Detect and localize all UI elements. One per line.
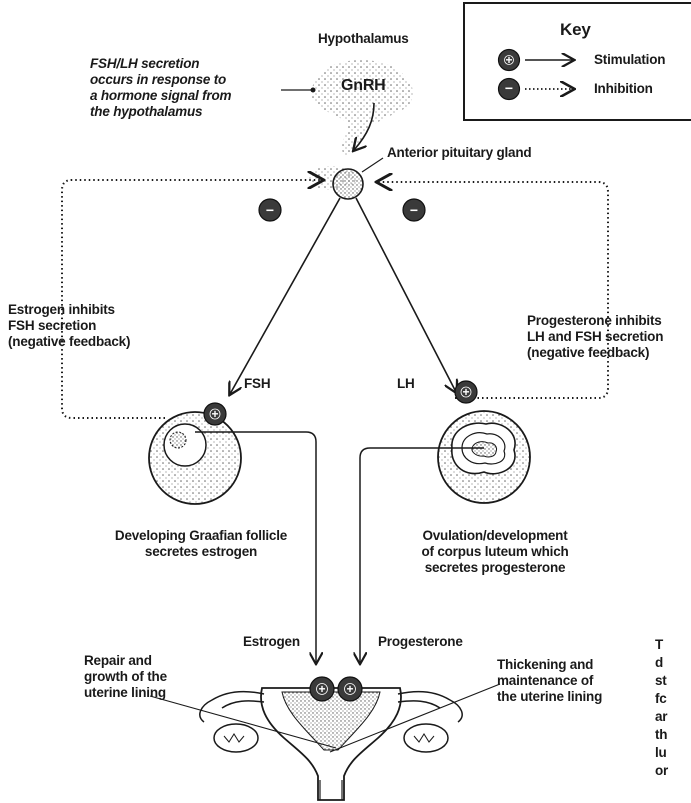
- thickening-caption-line-1: Thickening and: [497, 657, 593, 673]
- estrogen-feedback-line-2: FSH secretion: [8, 318, 96, 334]
- cut-text-8: or: [655, 763, 668, 779]
- progesterone-feedback-line-2: LH and FSH secretion: [527, 329, 663, 345]
- estrogen-feedback-line-3: (negative feedback): [8, 334, 130, 350]
- uterine-lining: [282, 692, 380, 750]
- svg-text:−: −: [266, 202, 274, 218]
- key-inhibition-badge: −: [499, 79, 520, 100]
- follicle-oocyte: [170, 432, 186, 448]
- annotation-line-3: a hormone signal from: [90, 88, 231, 104]
- svg-text:+: +: [462, 385, 469, 399]
- hypothalamus-shape: [311, 60, 413, 156]
- estrogen-uterus-badge: +: [310, 677, 334, 701]
- progesterone-label: Progesterone: [378, 634, 463, 650]
- corpus-stimulation-badge: +: [455, 381, 477, 403]
- annotation-line-2: occurs in response to: [90, 72, 226, 88]
- lh-arrow: [356, 198, 456, 392]
- corpus-caption-line-1: Ovulation/development: [412, 528, 578, 544]
- thickening-caption-line-3: the uterine lining: [497, 689, 602, 705]
- progesterone-inhibition-badge: −: [403, 199, 425, 221]
- fsh-label: FSH: [244, 376, 270, 392]
- key-stimulation-badge: +: [499, 50, 520, 71]
- cut-text-4: fc: [655, 691, 667, 707]
- corpus-caption-line-2: of corpus luteum which: [412, 544, 578, 560]
- cut-text-3: st: [655, 673, 667, 689]
- follicle-stimulation-badge: +: [204, 403, 226, 425]
- pituitary-pointer: [362, 158, 383, 172]
- svg-text:+: +: [505, 53, 512, 67]
- follicle-caption-line-1: Developing Graafian follicle: [112, 528, 290, 544]
- svg-text:+: +: [318, 682, 325, 696]
- estrogen-label: Estrogen: [243, 634, 300, 650]
- thickening-caption-line-2: maintenance of: [497, 673, 593, 689]
- svg-text:+: +: [211, 407, 218, 421]
- estrogen-feedback-line-1: Estrogen inhibits: [8, 302, 115, 318]
- fsh-arrow: [230, 198, 340, 394]
- cut-text-7: lu: [655, 745, 667, 761]
- repair-caption-line-3: uterine lining: [84, 685, 166, 701]
- progesterone-uterus-badge: +: [338, 677, 362, 701]
- key-inhibition-label: Inhibition: [594, 81, 653, 97]
- cut-text-2: d: [655, 655, 663, 671]
- corpus-caption-line-3: secretes progesterone: [412, 560, 578, 576]
- estrogen-inhibition-badge: −: [259, 199, 281, 221]
- key-title: Key: [560, 22, 591, 38]
- right-fallopian-tube: [398, 692, 462, 722]
- gnrh-label: GnRH: [341, 78, 386, 94]
- left-fallopian-tube: [200, 692, 264, 722]
- follicle-caption-line-2: secretes estrogen: [112, 544, 290, 560]
- repair-caption-line-2: growth of the: [84, 669, 167, 685]
- cut-text-5: ar: [655, 709, 667, 725]
- lh-label: LH: [397, 376, 415, 392]
- svg-text:+: +: [346, 682, 353, 696]
- annotation-line-1: FSH/LH secretion: [90, 56, 199, 72]
- cut-text-6: th: [655, 727, 667, 743]
- cut-text-1: T: [655, 637, 663, 653]
- progesterone-feedback-line-1: Progesterone inhibits: [527, 313, 662, 329]
- hypothalamus-label: Hypothalamus: [318, 31, 409, 47]
- repair-caption-line-1: Repair and: [84, 653, 152, 669]
- progesterone-feedback-line-3: (negative feedback): [527, 345, 649, 361]
- svg-text:−: −: [410, 202, 418, 218]
- pituitary-gland: [333, 169, 363, 199]
- cervix: [320, 780, 342, 800]
- key-stimulation-label: Stimulation: [594, 52, 665, 68]
- follicle-antrum: [164, 424, 206, 466]
- pituitary-label: Anterior pituitary gland: [387, 145, 531, 161]
- svg-text:−: −: [505, 80, 513, 96]
- annotation-line-4: the hypothalamus: [90, 104, 202, 120]
